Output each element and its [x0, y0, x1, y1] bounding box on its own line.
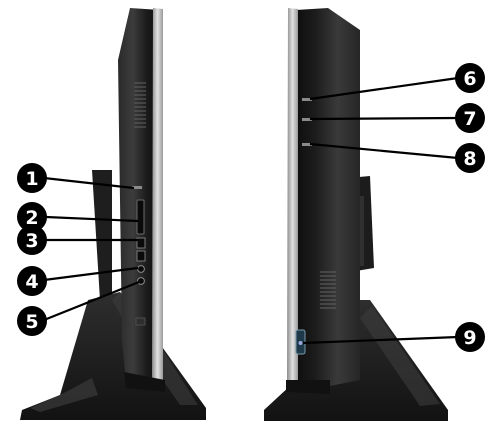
leader-8 — [309, 142, 459, 160]
callout-9-circle — [455, 322, 485, 352]
right-vent-grille — [320, 271, 336, 309]
left-side-view — [20, 8, 206, 420]
left-port-5-audio — [137, 277, 145, 285]
left-stand-base-highlight — [30, 378, 98, 412]
callout-4-circle — [17, 266, 47, 296]
callout-2-number: 2 — [25, 207, 38, 229]
right-bottom-lip — [286, 380, 330, 394]
leader-6 — [309, 76, 459, 101]
callout-7-number: 7 — [463, 108, 476, 130]
left-port-2-card-reader — [136, 199, 145, 235]
right-stand-column-ridge — [358, 196, 364, 266]
left-bottom-lip — [124, 372, 165, 392]
left-silver-edge — [152, 8, 163, 386]
callout-2: 2 — [17, 202, 47, 232]
right-stand-base-highlight — [360, 306, 440, 406]
right-button-6 — [302, 98, 312, 101]
leader-9 — [302, 335, 459, 345]
callout-1: 1 — [17, 163, 47, 193]
callout-9: 9 — [455, 322, 485, 352]
callout-5-number: 5 — [25, 311, 38, 333]
callout-1-circle — [17, 163, 47, 193]
left-port-4-audio — [137, 265, 145, 273]
callout-6-circle — [455, 63, 485, 93]
callout-4-number: 4 — [25, 271, 38, 293]
callout-5: 5 — [17, 306, 47, 336]
callout-6: 6 — [455, 63, 485, 93]
left-monitor-body — [118, 8, 160, 382]
callout-9-number: 9 — [463, 327, 476, 349]
callout-3-circle — [17, 225, 47, 255]
callout-3-number: 3 — [25, 230, 38, 252]
leader-7 — [309, 116, 459, 121]
callout-8-number: 8 — [463, 148, 476, 170]
left-port-3-usb-b — [136, 250, 146, 262]
callout-2-circle — [17, 202, 47, 232]
callout-1-number: 1 — [25, 168, 38, 190]
callout-3: 3 — [17, 225, 47, 255]
left-lock-slot — [135, 317, 146, 326]
callout-8-circle — [455, 143, 485, 173]
leader-1 — [43, 176, 135, 190]
right-button-8 — [302, 143, 312, 146]
left-port-1-slot — [132, 186, 142, 189]
right-button-7 — [302, 118, 312, 121]
right-power-led — [298, 341, 303, 345]
right-monitor-body — [296, 8, 360, 390]
callout-4: 4 — [17, 266, 47, 296]
callout-8: 8 — [455, 143, 485, 173]
callout-7: 7 — [455, 103, 485, 133]
callout-7-circle — [455, 103, 485, 133]
left-stand-column — [92, 170, 112, 300]
leader-2 — [45, 215, 139, 223]
right-side-view — [264, 8, 448, 421]
leader-4 — [43, 266, 139, 282]
leader-5 — [43, 280, 140, 322]
left-port-3-usb-a — [136, 237, 146, 249]
leader-lines — [43, 76, 459, 345]
callout-6-number: 6 — [463, 68, 476, 90]
left-vent-grille — [134, 82, 146, 128]
right-silver-edge — [287, 8, 298, 390]
callout-5-circle — [17, 306, 47, 336]
